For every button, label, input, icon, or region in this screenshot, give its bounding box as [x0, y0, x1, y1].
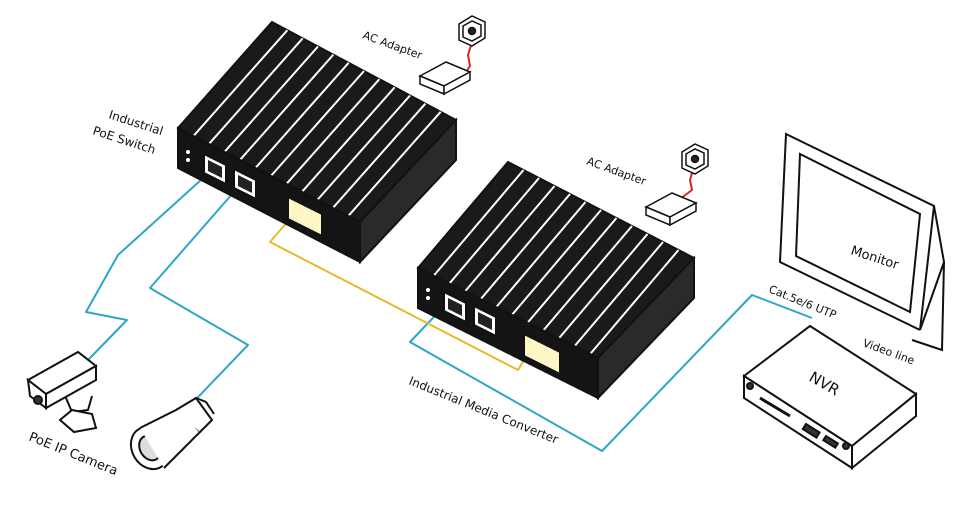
heat-sink-fin — [238, 54, 335, 162]
heat-sink-fin — [556, 233, 649, 341]
monitor-icon: Monitor — [778, 132, 945, 352]
video-line-label: Video line — [861, 337, 917, 368]
heat-sink-fin — [432, 169, 525, 277]
ethernet-cable-bullet-camera — [149, 184, 249, 419]
heat-sink-fin — [207, 37, 304, 145]
ac-adapter-label-1: AC Adapter — [361, 29, 424, 63]
converter-side — [597, 255, 695, 401]
heat-sink-fin — [223, 45, 319, 154]
switch-side — [359, 117, 457, 265]
heat-sink-fin — [494, 201, 587, 309]
heat-sink-fin — [330, 103, 427, 211]
heat-sink-fin — [192, 29, 289, 137]
heat-sink-fin — [525, 217, 618, 325]
heat-sink-fin — [479, 193, 571, 301]
ethernet-cable-nvr — [409, 294, 813, 452]
heat-sink-fin — [587, 249, 680, 357]
heat-sink-fin — [541, 225, 633, 333]
heat-sink-fin — [345, 111, 442, 219]
heat-sink-fin — [315, 94, 411, 203]
camera-label: PoE IP Camera — [27, 430, 120, 479]
heat-sink-fin — [299, 86, 396, 194]
switch-sfp-port[interactable] — [287, 195, 323, 238]
ethernet-cable-dome-camera — [85, 169, 213, 361]
power-outlet-icon — [681, 143, 709, 175]
poe-switch-icon — [176, 20, 458, 265]
heat-sink-fin — [269, 70, 365, 178]
ac-adapter-icon — [644, 192, 698, 227]
nvr-icon: NVR — [742, 324, 918, 471]
converter-sfp-port[interactable] — [523, 332, 561, 376]
heat-sink-fin — [253, 62, 350, 170]
utp-label: Cat.5e/6 UTP — [767, 283, 839, 322]
dome-camera-icon — [26, 350, 98, 434]
heat-sink-fin — [284, 78, 381, 186]
heat-sink-fin — [572, 241, 664, 349]
heat-sink-fin — [463, 185, 556, 293]
power-outlet-icon — [458, 15, 486, 47]
ac-adapter-icon — [418, 61, 472, 96]
bullet-camera-icon — [129, 396, 215, 471]
ac-adapter-label-2: AC Adapter — [585, 155, 648, 189]
heat-sink-fin — [510, 209, 602, 317]
media-converter-icon — [416, 160, 696, 401]
heat-sink-fin — [448, 177, 540, 285]
